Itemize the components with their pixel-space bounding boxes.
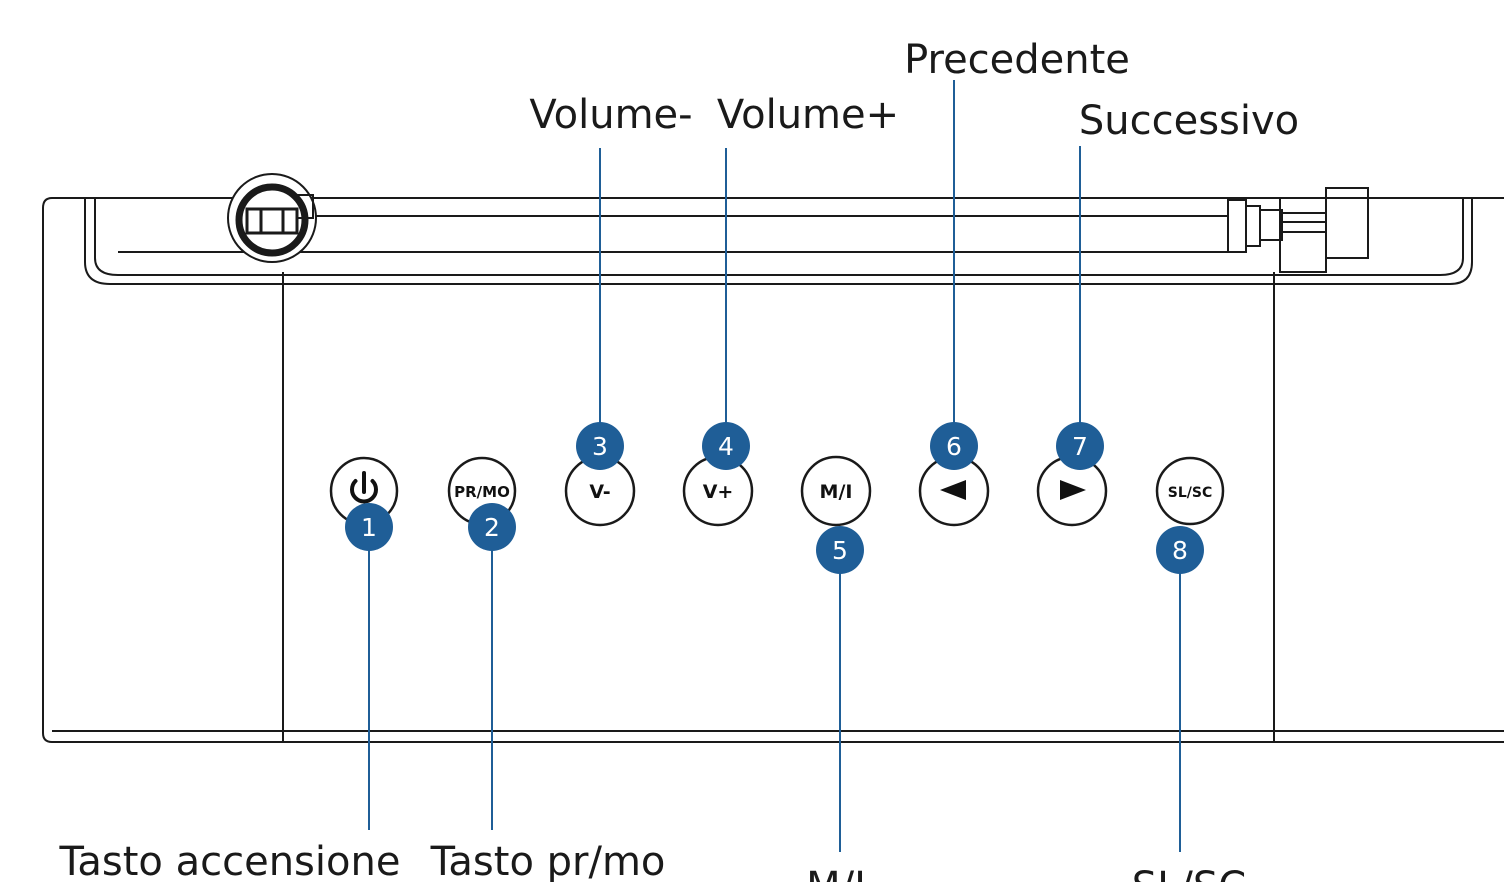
button-m-i[interactable]: M/I xyxy=(800,455,872,527)
svg-text:4: 4 xyxy=(718,432,734,461)
badge-6: 6 xyxy=(930,422,978,470)
device-body xyxy=(42,197,1504,743)
label-sl-sc: SL/SC xyxy=(1132,864,1246,882)
label-volume-down: Volume- xyxy=(529,92,692,138)
svg-text:1: 1 xyxy=(361,513,377,542)
button-sl-sc-label: SL/SC xyxy=(1168,485,1212,501)
power-icon xyxy=(350,471,378,504)
badge-4: 4 xyxy=(702,422,750,470)
button-volume-up-label: V+ xyxy=(703,481,734,503)
button-sl-sc[interactable]: SL/SC xyxy=(1155,456,1225,526)
antenna-recess xyxy=(84,187,1473,285)
badge-2: 2 xyxy=(468,503,516,551)
triangle-right-icon xyxy=(1060,480,1086,500)
button-pr-mo-label: PR/MO xyxy=(454,483,510,501)
badge-3: 3 xyxy=(576,422,624,470)
label-previous: Precedente xyxy=(904,37,1130,83)
triangle-left-icon xyxy=(940,480,966,500)
svg-text:7: 7 xyxy=(1072,432,1088,461)
badge-7: 7 xyxy=(1056,422,1104,470)
label-pr-mo: Tasto pr/mo xyxy=(430,839,666,882)
svg-text:3: 3 xyxy=(592,432,608,461)
label-m-i: M/I xyxy=(806,864,866,882)
badge-1: 1 xyxy=(345,503,393,551)
svg-text:5: 5 xyxy=(832,536,848,565)
leader-lines xyxy=(368,80,1181,852)
svg-text:8: 8 xyxy=(1172,536,1188,565)
button-volume-down-label: V- xyxy=(589,481,610,503)
badge-5: 5 xyxy=(816,526,864,574)
antenna-pivot-knob xyxy=(227,173,317,263)
button-next[interactable] xyxy=(1036,455,1108,527)
label-power: Tasto accensione xyxy=(59,839,401,882)
button-volume-up[interactable]: V+ xyxy=(682,455,754,527)
svg-text:2: 2 xyxy=(484,513,500,542)
label-next: Successivo xyxy=(1079,98,1299,144)
device-left-edge xyxy=(42,197,53,743)
label-volume-up: Volume+ xyxy=(717,92,899,138)
svg-text:6: 6 xyxy=(946,432,962,461)
button-volume-down[interactable]: V- xyxy=(564,455,636,527)
button-m-i-label: M/I xyxy=(820,481,853,503)
badge-8: 8 xyxy=(1156,526,1204,574)
